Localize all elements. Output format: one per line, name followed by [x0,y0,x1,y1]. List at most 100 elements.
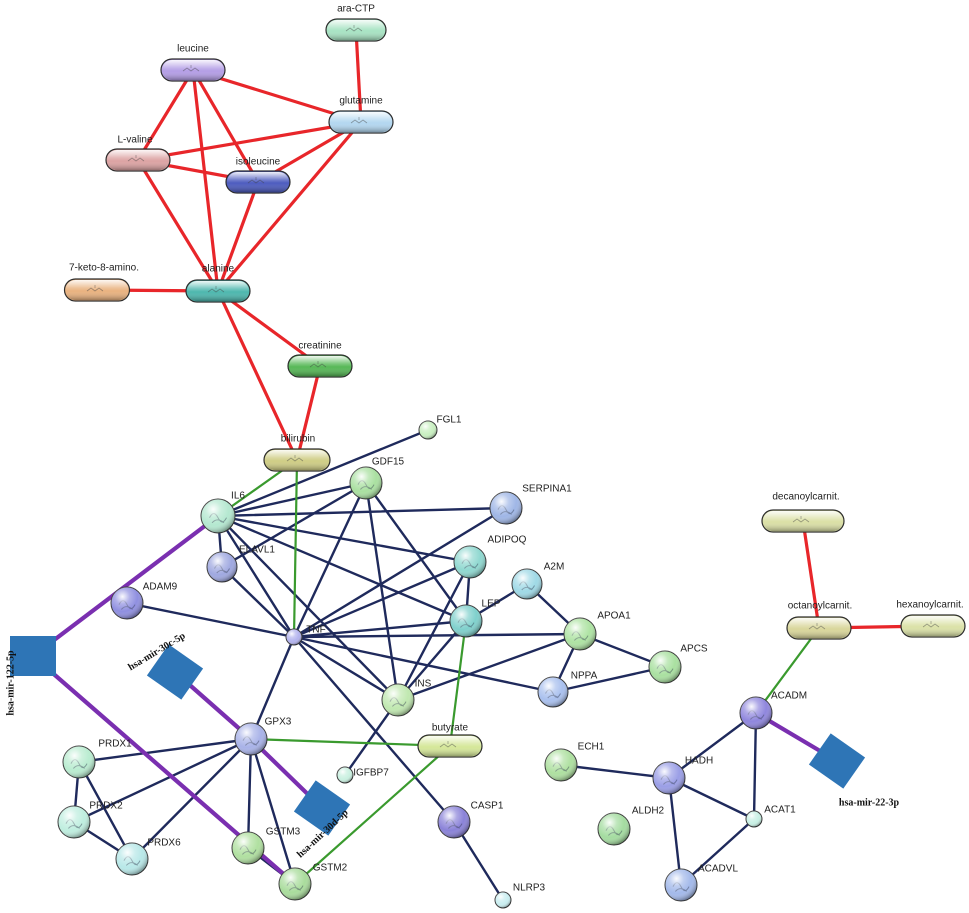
pill-gloss [162,60,224,80]
protein-node-hadh[interactable]: HADH [652,756,713,795]
node-label: FGL1 [436,415,461,426]
metabolite-node-isoleucine[interactable]: isoleucine [225,157,291,194]
protein-node-adam9[interactable]: ADAM9 [110,582,178,620]
protein-node-casp1[interactable]: CASP1 [437,801,504,839]
molecule-structure-icon [182,65,200,72]
node-label: PRDX1 [98,739,132,750]
protein-node-ins[interactable]: INS [381,679,432,717]
edge-isoleucine-alanine [216,180,260,293]
mirna-square-shape [146,644,204,700]
sphere-gloss [649,651,681,683]
metabolite-node-octanoylcarnit[interactable]: octanoylcarnit. [786,601,852,640]
sphere-gloss [419,421,437,439]
edge-il6-tnf [216,514,296,639]
edge-leucine-alanine [191,68,220,293]
edge-tnf-apoa1 [292,632,582,639]
metabolite-node-decanoylcarnit[interactable]: decanoylcarnit. [761,492,845,533]
node-label: APOA1 [597,611,631,622]
sphere-gloss [201,499,235,533]
metabolite-node-leucine[interactable]: leucine [160,44,226,82]
mirna-node-hsa-mir-30d-5p[interactable]: hsa-mir-30d-5p [293,780,351,860]
edge-acadm-acat1 [752,711,758,821]
edge-alanine-bilirubin [216,289,299,462]
metabolite-node-hexanoylcarnit[interactable]: hexanoylcarnit. [896,600,966,638]
sphere-gloss [382,684,414,716]
metabolite-node-butyrate[interactable]: butyrate [417,723,483,758]
protein-node-prdx2[interactable]: PRDX2 [57,801,123,839]
node-label: bilirubin [281,434,315,445]
edge-glutamine-alanine [216,120,363,293]
molecule-structure-icon [808,623,826,630]
node-label: octanoylcarnit. [788,601,852,612]
node-label: leucine [177,44,209,55]
protein-node-adipoq[interactable]: ADIPOQ [453,535,527,579]
node-label: GPX3 [265,717,292,728]
protein-node-gpx3[interactable]: GPX3 [234,717,292,756]
node-label: PRDX6 [147,838,181,849]
edge-leucine-l-valine [136,68,195,162]
mirna-square-shape [293,780,351,836]
sphere-gloss [653,762,685,794]
pill-gloss [227,172,289,192]
metabolite-node-l-valine[interactable]: L-valine [105,135,171,172]
node-label: ALDH2 [632,806,665,817]
protein-node-apoa1[interactable]: APOA1 [563,611,631,651]
edge-alanine-creatinine [216,289,322,368]
metabolite-node-7-keto-8-amino[interactable]: 7-keto-8-amino. [63,263,140,302]
node-label: GDF15 [372,457,405,468]
protein-node-aldh2[interactable]: ALDH2 [597,806,665,846]
node-label: TNF [306,625,325,636]
metabolite-node-ara-ctp[interactable]: ara-CTP [325,4,387,42]
edge-gdf15-tnf [292,481,368,639]
node-label: SERPINA1 [522,484,572,495]
mirna-square-shape [10,636,56,676]
edge-tnf-adipoq [292,560,472,639]
sphere-gloss [235,723,267,755]
node-label: isoleucine [236,157,281,168]
protein-node-lep[interactable]: LEP [449,599,501,638]
protein-node-gdf15[interactable]: GDF15 [349,457,405,500]
protein-node-apcs[interactable]: APCS [648,644,708,684]
sphere-gloss [232,832,264,864]
protein-node-acadm[interactable]: ACADM [739,691,807,730]
pill-gloss [107,150,169,170]
metabolite-node-alanine[interactable]: alanine [185,264,251,303]
mirna-square-shape [808,733,866,789]
node-label: A2M [544,562,565,573]
sphere-gloss [286,629,302,645]
protein-node-nppa[interactable]: NPPA [537,671,598,708]
node-label: L-valine [117,135,152,146]
protein-node-igfbp7[interactable]: IGFBP7 [336,766,389,784]
metabolite-node-bilirubin[interactable]: bilirubin [263,434,331,472]
edge-tnf-nppa [292,635,555,694]
metabolite-node-creatinine[interactable]: creatinine [287,341,353,378]
protein-node-elavl1[interactable]: ELAVL1 [206,545,275,583]
protein-node-a2m[interactable]: A2M [511,562,565,600]
edge-apoa1-ins [396,632,582,702]
protein-node-gstm3[interactable]: GSTM3 [231,827,301,865]
edge-gpx3-prdx6 [130,737,253,861]
node-label: HADH [685,756,713,767]
protein-node-il6[interactable]: IL6 [200,491,245,534]
pill-gloss [330,112,392,132]
protein-node-ech1[interactable]: ECH1 [544,742,605,782]
protein-node-fgl1[interactable]: FGL1 [418,415,462,440]
mirna-node-hsa-mir-22-3p[interactable]: hsa-mir-22-3p [808,733,900,808]
protein-node-prdx6[interactable]: PRDX6 [115,838,181,876]
metabolite-node-glutamine[interactable]: glutamine [328,96,394,134]
protein-node-nlrp3[interactable]: NLRP3 [494,883,546,909]
mirna-node-hsa-mir-122-5p[interactable]: hsa-mir-122-5p [5,636,56,716]
protein-node-acat1[interactable]: ACAT1 [745,805,796,828]
protein-node-acadvl[interactable]: ACADVL [664,864,738,902]
protein-node-prdx1[interactable]: PRDX1 [62,739,132,779]
sphere-gloss [207,552,237,582]
protein-node-serpina1[interactable]: SERPINA1 [489,484,572,525]
node-label: ECH1 [578,742,605,753]
protein-node-tnf[interactable]: TNF [285,625,326,646]
edge-octanoylcarnit-acadm [754,626,821,715]
edge-butyrate-gstm2 [293,744,452,886]
edge-lep-ins [396,619,468,702]
protein-node-gstm2[interactable]: GSTM2 [278,863,348,901]
edge-butyrate-lep [448,619,468,748]
